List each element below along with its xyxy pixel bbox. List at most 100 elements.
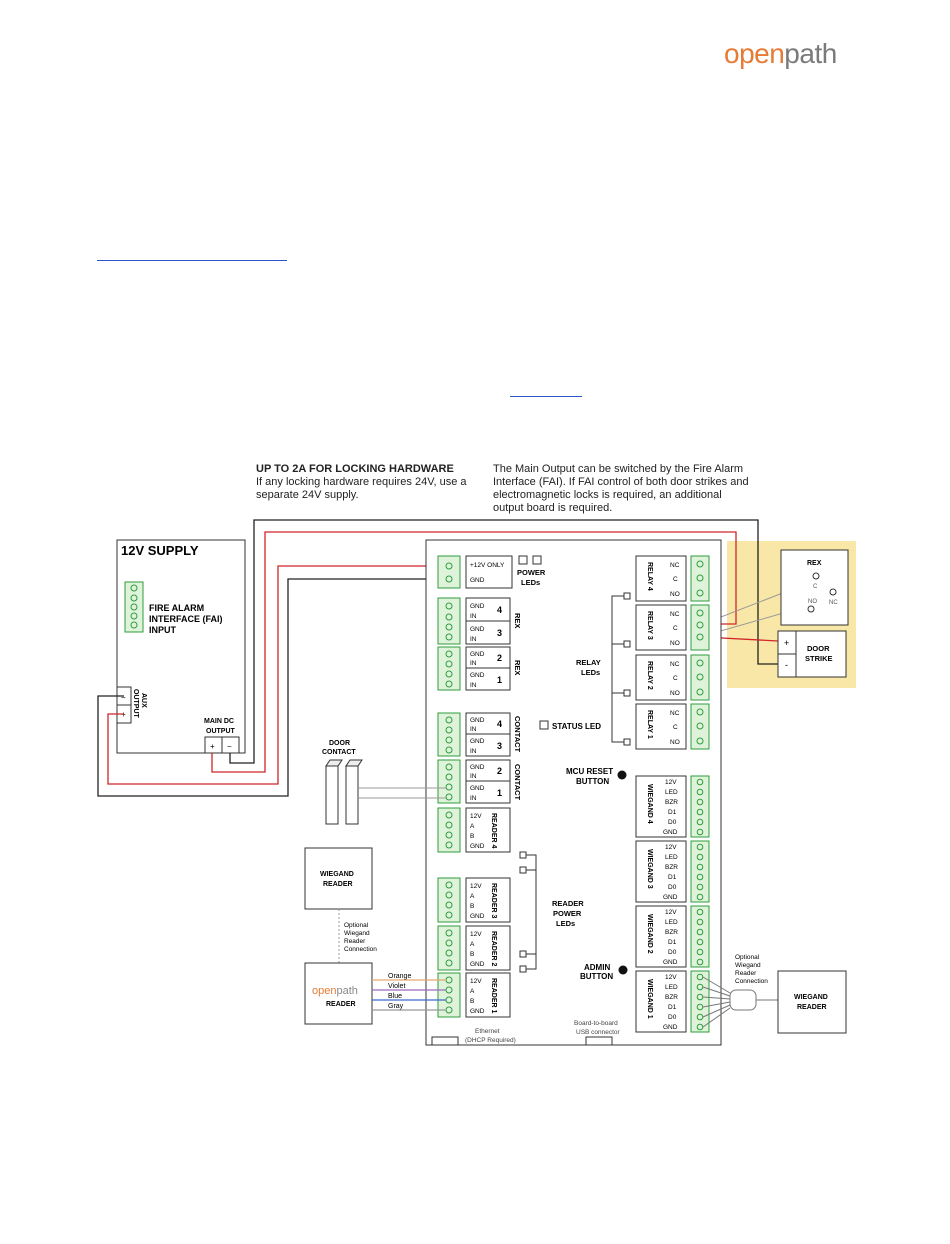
status-led — [539, 720, 549, 730]
svg-text:GND: GND — [470, 913, 485, 920]
svg-text:D0: D0 — [668, 884, 677, 891]
hyperlink-underline[interactable] — [510, 396, 582, 397]
wiegand-reader-label: READER — [323, 881, 353, 888]
svg-text:LED: LED — [665, 919, 678, 926]
relay-3-label: RELAY 3 — [646, 611, 653, 640]
rex-label: REX — [513, 613, 522, 628]
hyperlink-underline[interactable] — [97, 260, 287, 261]
mcu-reset-button — [617, 770, 627, 780]
svg-text:IN: IN — [470, 636, 477, 643]
svg-text:2: 2 — [497, 766, 502, 776]
svg-text:3: 3 — [497, 628, 502, 638]
wiegand-reader-right — [777, 970, 847, 1034]
svg-text:12V: 12V — [470, 978, 482, 985]
svg-text:NO: NO — [670, 640, 680, 647]
svg-text:GND: GND — [470, 843, 485, 850]
svg-text:3: 3 — [497, 741, 502, 751]
svg-text:D1: D1 — [668, 809, 677, 816]
svg-text:GND: GND — [470, 961, 485, 968]
svg-text:IN: IN — [470, 726, 477, 733]
optional-label: Connection — [735, 978, 768, 985]
svg-text:NO: NO — [670, 739, 680, 746]
optional-label: Wiegand — [735, 962, 761, 969]
optional-label: Connection — [344, 946, 377, 953]
wiegand-cable — [702, 976, 778, 1028]
openpath-reader-label: READER — [326, 1001, 356, 1008]
optional-label: Reader — [344, 938, 366, 945]
openpath-reader — [304, 962, 373, 1025]
relay-leds-label: RELAY — [576, 658, 601, 667]
svg-text:NO: NO — [808, 599, 817, 605]
relay-1-label: RELAY 1 — [646, 710, 653, 739]
svg-text:LED: LED — [665, 789, 678, 796]
admin-button-label: BUTTON — [580, 972, 613, 981]
svg-text:NC: NC — [670, 562, 680, 569]
svg-text:C: C — [673, 724, 678, 731]
fai-label: INPUT — [149, 625, 177, 635]
svg-text:D1: D1 — [668, 939, 677, 946]
rex-device — [780, 549, 849, 626]
svg-text:BZR: BZR — [665, 929, 678, 936]
main-dc-label: MAIN DC — [204, 718, 234, 725]
svg-text:12V: 12V — [665, 844, 677, 851]
power-leds-label: LEDs — [521, 578, 540, 587]
svg-text:GND: GND — [470, 717, 485, 724]
svg-text:B: B — [470, 833, 474, 840]
locking-hardware-note: UP TO 2A FOR LOCKING HARDWARE If any loc… — [256, 463, 467, 501]
relay-2-label: RELAY 2 — [646, 661, 653, 690]
svg-text:D1: D1 — [668, 874, 677, 881]
wiegand-reader-label: WIEGAND — [794, 994, 828, 1001]
wire-violet-label: Violet — [388, 983, 405, 990]
svg-text:BZR: BZR — [665, 799, 678, 806]
ethernet-label: (DHCP Required) — [465, 1037, 516, 1044]
door-contact-sensor — [325, 759, 363, 825]
svg-text:C: C — [673, 675, 678, 682]
reader-power-label: POWER — [553, 909, 582, 918]
mcu-reset-label: MCU RESET — [566, 767, 613, 776]
wiegand-reader-left — [304, 847, 373, 910]
wiegand-reader-label: WIEGAND — [320, 871, 354, 878]
openpath-logo: openpath — [724, 38, 837, 69]
wire-black-power — [97, 578, 448, 797]
svg-text:A: A — [470, 941, 475, 948]
svg-text:GND: GND — [663, 959, 678, 966]
svg-text:12V: 12V — [665, 909, 677, 916]
admin-button-label: ADMIN — [584, 963, 610, 972]
power-terminal — [437, 555, 461, 589]
svg-text:NC: NC — [670, 661, 680, 668]
ethernet-port — [431, 1036, 459, 1046]
reader-2-label: READER 2 — [490, 931, 497, 967]
svg-text:IN: IN — [470, 773, 477, 780]
svg-text:12V: 12V — [470, 813, 482, 820]
reader-1-label: READER 1 — [490, 978, 497, 1014]
supply-box — [116, 539, 246, 754]
power-label: +12V ONLY — [470, 562, 505, 569]
svg-text:LED: LED — [665, 984, 678, 991]
svg-text:B: B — [470, 998, 474, 1005]
contact-label: CONTACT — [513, 716, 522, 753]
fai-label: FIRE ALARM — [149, 603, 204, 613]
power-led — [518, 555, 528, 565]
door-strike-label: STRIKE — [805, 654, 833, 663]
optional-label: Wiegand — [344, 930, 370, 937]
svg-text:D0: D0 — [668, 949, 677, 956]
optional-label: Optional — [344, 922, 369, 929]
contact-label: CONTACT — [513, 764, 522, 801]
svg-text:A: A — [470, 988, 475, 995]
wire-red-relay — [211, 531, 737, 773]
fai-note: The Main Output can be switched by the F… — [493, 463, 749, 514]
svg-text:12V: 12V — [470, 883, 482, 890]
svg-text:GND: GND — [470, 764, 485, 771]
svg-text:4: 4 — [497, 719, 502, 729]
svg-text:1: 1 — [497, 675, 502, 685]
wiegand-1-label: WIEGAND 1 — [646, 979, 653, 1019]
svg-text:C: C — [673, 625, 678, 632]
relay-leds-label: LEDs — [581, 668, 600, 677]
